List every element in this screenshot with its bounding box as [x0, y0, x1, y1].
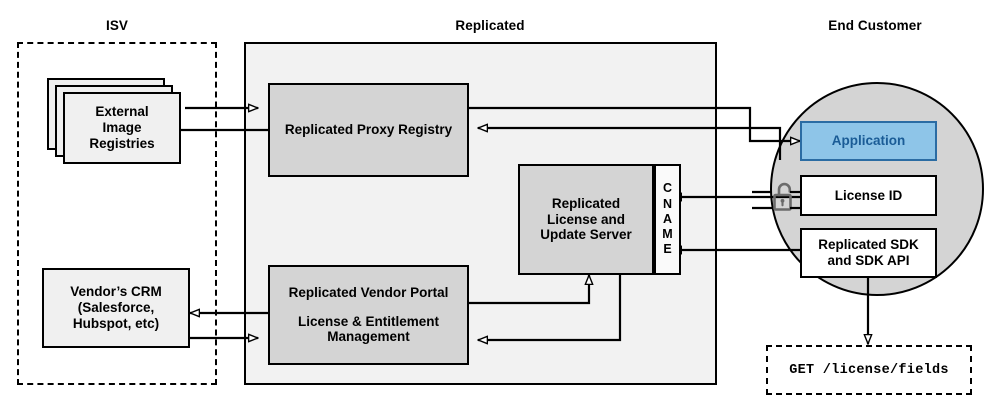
vendor-portal-subtitle-line-2: Management	[327, 329, 410, 345]
unlock-padlock-icon	[770, 180, 800, 216]
node-external-image-registries[interactable]: External Image Registries	[63, 92, 181, 164]
vendor-portal-title: Replicated Vendor Portal	[288, 284, 449, 300]
license-id-label: License ID	[834, 187, 903, 203]
node-replicated-sdk[interactable]: Replicated SDK and SDK API	[800, 228, 937, 278]
node-vendor-crm[interactable]: Vendor’s CRM (Salesforce, Hubspot, etc)	[42, 268, 190, 348]
edge-license-server-to-portal	[478, 275, 622, 340]
vendor-crm-line-3: Hubspot, etc)	[72, 315, 160, 331]
zone-title-isv: ISV	[105, 18, 129, 33]
edge-application-to-proxy	[478, 128, 782, 160]
license-server-line-1: Replicated	[551, 195, 621, 211]
edge-portal-to-license-server	[469, 275, 589, 305]
license-server-line-2: License and	[546, 211, 625, 227]
zone-isv	[17, 42, 217, 385]
vendor-portal-subtitle: License & Entitlement Management	[270, 314, 467, 346]
node-cname-strip[interactable]: C N A M E	[654, 164, 681, 275]
vendor-crm-line-1: Vendor’s CRM	[70, 284, 162, 300]
zone-title-replicated: Replicated	[455, 18, 525, 33]
node-replicated-proxy-registry[interactable]: Replicated Proxy Registry	[268, 83, 469, 177]
proxy-registry-label: Replicated Proxy Registry	[284, 122, 453, 138]
vendor-crm-line-2: (Salesforce,	[77, 300, 155, 316]
api-call-box: GET /license/fields	[766, 345, 972, 395]
node-replicated-vendor-portal[interactable]: Replicated Vendor Portal License & Entit…	[268, 265, 469, 365]
cname-letter-m: M	[662, 227, 673, 242]
node-license-update-server[interactable]: Replicated License and Update Server	[518, 164, 654, 275]
node-license-id[interactable]: License ID	[800, 175, 937, 216]
replicated-sdk-line-2: and SDK API	[827, 253, 910, 268]
node-application[interactable]: Application	[800, 121, 937, 161]
license-server-line-3: Update Server	[540, 227, 632, 243]
external-registries-line-3: Registries	[89, 135, 155, 151]
cname-letter-n: N	[662, 196, 673, 211]
edge-proxy-to-application	[469, 106, 800, 141]
application-label: Application	[831, 133, 906, 149]
external-registries-line-1: External	[95, 104, 149, 120]
api-call-text: GET /license/fields	[789, 362, 949, 378]
external-registries-line-2: Image	[102, 120, 142, 136]
vendor-portal-subtitle-line-1: License & Entitlement	[297, 313, 440, 329]
replicated-sdk-line-1: Replicated SDK	[818, 237, 919, 253]
cname-letter-e: E	[663, 242, 672, 257]
cname-letter-c: C	[662, 181, 673, 196]
zone-title-end-customer: End Customer	[828, 18, 922, 33]
cname-letter-a: A	[662, 211, 673, 226]
